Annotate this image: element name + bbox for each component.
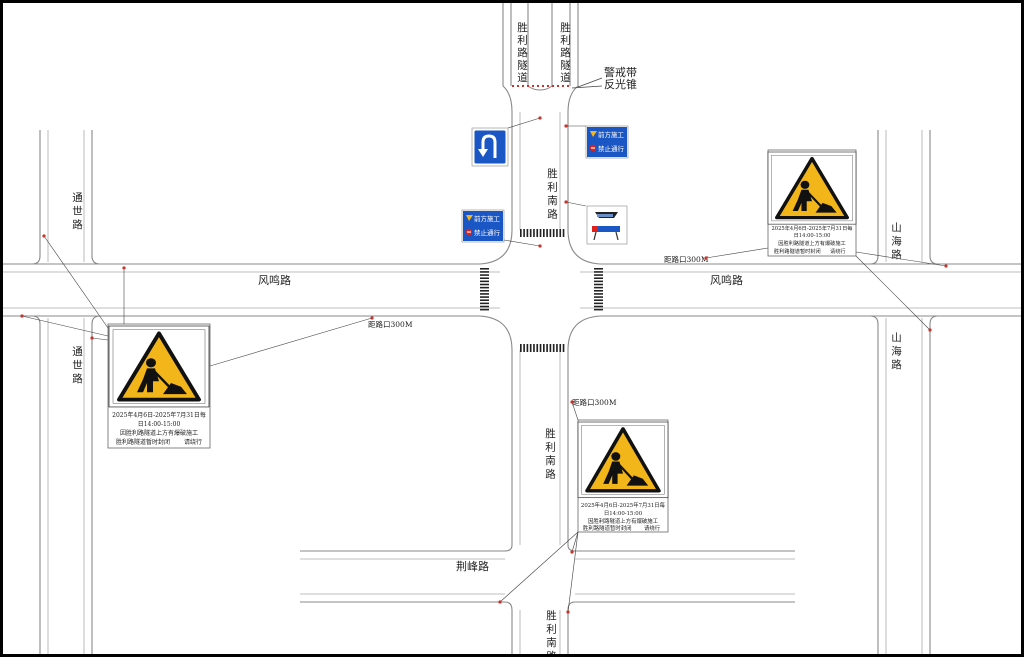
distance-label-left: 距路口300M: [368, 319, 413, 329]
info-sign-text-no-passage: 禁止通行: [598, 144, 625, 153]
notice-line4b: 请绕行: [184, 438, 202, 446]
tunnel-barrier: [512, 77, 603, 89]
info-sign-text-no-passage: 禁止通行: [474, 228, 501, 237]
notice-line2: 日14:00-15:00: [604, 510, 643, 517]
road-label-shanhai-upper: 山海路: [890, 222, 902, 263]
notice-line4: 胜利路隧道暂时封闭: [583, 524, 632, 532]
road-label-shengli-nan-upper: 胜利南路: [546, 168, 558, 222]
road-label-shengli-tunnel-right: 胜利路隧道: [559, 22, 571, 85]
road-label-tongshi-lower: 通世路: [71, 346, 83, 387]
road-label-tongshi-upper: 通世路: [71, 192, 83, 233]
notice-board-left: 2025年4月6日-2025年7月31日每 日14:00-15:00 因胜利路隧…: [107, 323, 211, 449]
worker-digging-icon: [576, 420, 670, 500]
legend-tape-label: 警戒带: [604, 65, 637, 79]
info-sign-text-ahead: 前方施工: [474, 214, 501, 223]
distance-label-right: 距路口300M: [664, 254, 709, 264]
notice-line1: 2025年4月6日-2025年7月31日每: [581, 501, 666, 509]
notice-line3: 因胜利路隧道上方有爆破施工: [588, 517, 659, 525]
notice-line1: 2025年4月6日-2025年7月31日每: [772, 224, 853, 232]
notice-line2: 日14:00-15:00: [138, 421, 181, 428]
lane-lines: [0, 112, 1024, 657]
notice-line1: 2025年4月6日-2025年7月31日每: [112, 411, 206, 419]
legend-cone-label: 反光锥: [604, 77, 637, 91]
road-label-shanhai-lower: 山海路: [890, 332, 902, 373]
road-label-jingfeng: 荆峰路: [456, 560, 489, 573]
notice-line2: 日14:00-15:00: [794, 232, 831, 239]
road-label-shengli-nan-middle: 胜利南路: [544, 428, 556, 482]
construction-arrow-icon: [466, 215, 473, 221]
notice-line4b: 请绕行: [644, 524, 661, 532]
notice-board-bottom: 2025年4月6日-2025年7月31日每 日14:00-15:00 因胜利路隧…: [576, 419, 670, 533]
u-turn-sign: [471, 127, 509, 167]
notice-line4: 胜利路隧道暂时封闭: [774, 247, 821, 255]
notice-line4: 胜利路隧道暂时封闭: [116, 438, 170, 446]
flashing-barricade-icon: [586, 205, 628, 245]
leader-lines: [21, 117, 947, 613]
notice-line3: 因胜利路隧道上方有爆破施工: [778, 239, 845, 247]
notice-line3: 因胜利路隧道上方有爆破施工: [120, 429, 198, 437]
road-label-fengming-left: 风鸣路: [258, 273, 291, 287]
sign-post-markers: [20, 116, 948, 614]
crosswalks: [480, 229, 603, 352]
distance-label-bottom: 距路口300M: [572, 397, 617, 407]
construction-arrow-icon: [590, 131, 597, 137]
notice-board-right: 2025年4月6日-2025年7月31日每 日14:00-15:00 因胜利路隧…: [766, 149, 858, 257]
worker-digging-icon: [766, 150, 858, 226]
road-label-shengli-nan-lower: 胜利南路: [545, 610, 557, 657]
road-label-fengming-right: 风鸣路: [710, 273, 743, 287]
u-turn-icon: [478, 134, 497, 158]
info-sign-upper-right: 前方施工 禁止通行: [585, 125, 629, 159]
road-label-shengli-tunnel-left: 胜利路隧道: [516, 22, 528, 85]
info-sign-text-ahead: 前方施工: [598, 130, 625, 139]
info-sign-left: 前方施工 禁止通行: [461, 209, 505, 243]
worker-digging-icon: [107, 324, 211, 409]
notice-line4b: 请绕行: [830, 247, 846, 255]
